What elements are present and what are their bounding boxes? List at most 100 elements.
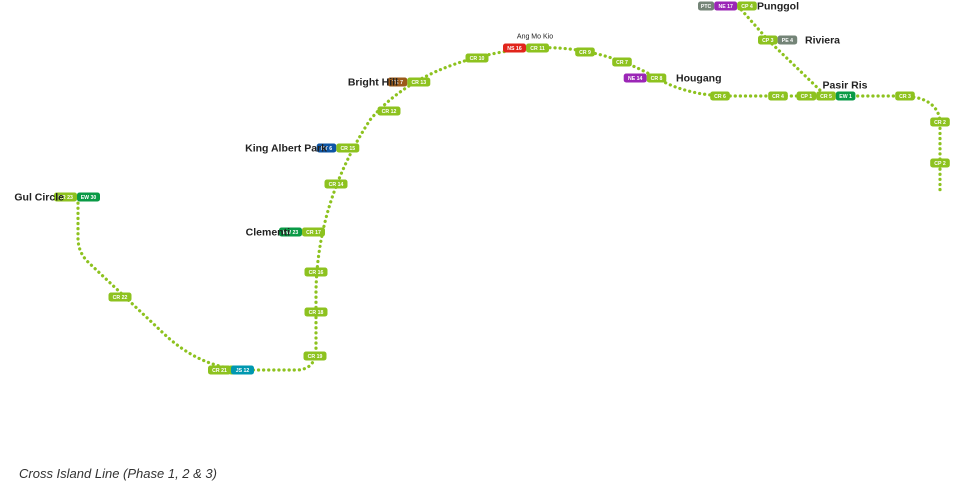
station-king-albert-park-code-0-code: DT 6 [321, 146, 332, 152]
stop-cr-9-bg [575, 47, 595, 57]
station-ang-mo-kio-code-0: NS 16 [503, 43, 526, 53]
station-punggol-code-2-code: CP 4 [741, 4, 753, 10]
station-king-albert-park-code-1-bg [336, 143, 360, 153]
station-punggol-code-1-bg [714, 1, 738, 11]
stop-cr-7-bg [612, 57, 632, 67]
station-punggol[interactable]: PTC NE 17 CP 4 [698, 1, 757, 11]
station-pasir-ris-code-2-code: EW 1 [839, 94, 852, 100]
station-bright-hill-code-0-code: TE 7 [392, 80, 403, 86]
station-hougang[interactable]: NE 14 CR 8 [623, 73, 667, 83]
station-punggol-code-0-code: PTC [701, 4, 712, 10]
station-gul-circle-code-1-bg [77, 192, 100, 202]
stop-cr-19: CR 19 [303, 351, 327, 361]
stop-cr-3-code: CR 3 [899, 94, 911, 100]
station-clementi-code-1-code: CR 17 [306, 230, 321, 236]
stop-cr-6-code: CR 6 [714, 94, 726, 100]
crl-main-line [76, 46, 942, 372]
station-punggol-code-0-bg [698, 1, 715, 11]
stop-cr-18-bg [304, 307, 328, 317]
stop-cr-4: CR 4 [768, 91, 788, 101]
stop-cr-9-code: CR 9 [579, 50, 591, 56]
station-jurong-code-1-code: JS 12 [236, 368, 250, 374]
stop-cr-2: CR 2 [930, 117, 950, 127]
station-king-albert-park[interactable]: DT 6 CR 15 [316, 143, 360, 153]
station-label-riviera: Riviera [805, 35, 840, 47]
station-ang-mo-kio-code-0-code: NS 16 [507, 46, 522, 52]
station-ang-mo-kio[interactable]: NS 16 CR 11 [503, 43, 549, 53]
stop-cr-22-bg [108, 292, 132, 302]
stop-cr-18: CR 18 [304, 307, 328, 317]
map-caption: Cross Island Line (Phase 1, 2 & 3) [19, 466, 217, 481]
station-king-albert-park-code-1: CR 15 [336, 143, 360, 153]
station-king-albert-park-code-0: DT 6 [316, 143, 337, 153]
station-ang-mo-kio-code-1: CR 11 [526, 43, 549, 53]
crl-punggol-branch [736, 4, 828, 98]
stop-cr-14-bg [324, 179, 348, 189]
stop-cr-4-bg [768, 91, 788, 101]
station-hougang-code-1: CR 8 [646, 73, 667, 83]
station-punggol-code-2: CP 4 [737, 1, 757, 11]
station-label-ang-mo-kio: Ang Mo Kio [517, 34, 553, 41]
stop-cr-12: CR 12 [377, 106, 401, 116]
stop-cr-12-code: CR 12 [382, 109, 397, 115]
stop-cr-3-bg [895, 91, 915, 101]
stop-cr-10: CR 10 [465, 53, 489, 63]
stop-cr-7-code: CR 7 [616, 60, 628, 66]
stop-cr-10-code: CR 10 [470, 56, 485, 62]
stop-cr-4-code: CR 4 [772, 94, 784, 100]
station-clementi-code-0-code: EW 23 [283, 230, 299, 236]
station-label-punggol: Punggol [757, 1, 799, 13]
stop-cr-2-code: CR 2 [934, 120, 946, 126]
stop-cr-6: CR 6 [710, 91, 730, 101]
stop-cr-9: CR 9 [575, 47, 595, 57]
stop-cr-19-code: CR 19 [308, 354, 323, 360]
station-gul-circle-code-0: CR 23 [54, 192, 77, 202]
station-hougang-code-0-code: NE 14 [628, 76, 643, 82]
station-ang-mo-kio-code-1-bg [526, 43, 549, 53]
stop-cr-22-code: CR 22 [113, 295, 128, 301]
station-ang-mo-kio-code-1-code: CR 11 [530, 46, 545, 52]
station-riviera-code-0: CP 3 [758, 35, 778, 45]
station-bright-hill-code-1-bg [407, 77, 431, 87]
stop-cr-7: CR 7 [612, 57, 632, 67]
station-punggol-code-1-code: NE 17 [718, 4, 733, 10]
station-jurong-code-1-bg [231, 365, 254, 375]
station-clementi-code-0-bg [279, 227, 302, 237]
station-bright-hill[interactable]: TE 7 CR 13 [387, 77, 431, 87]
station-gul-circle-code-0-bg [54, 192, 77, 202]
station-pasir-ris-code-2-bg [835, 91, 856, 101]
station-hougang-code-1-code: CR 8 [651, 76, 663, 82]
stop-cr-6-bg [710, 91, 730, 101]
station-clementi[interactable]: EW 23 CR 17 [279, 227, 325, 237]
stop-cr-19-bg [303, 351, 327, 361]
line-paths [76, 4, 942, 372]
station-ang-mo-kio-code-0-bg [503, 43, 526, 53]
station-pasir-ris-code-1-bg [816, 91, 836, 101]
stop-cr-12-bg [377, 106, 401, 116]
stop-cr-2-bg [930, 117, 950, 127]
station-jurong-code-0-bg [208, 365, 231, 375]
stop-cp-2-code: CP 2 [934, 161, 946, 167]
station-label-bright-hill: Bright Hill [348, 77, 398, 89]
station-king-albert-park-code-0-bg [316, 143, 337, 153]
station-pasir-ris-code-1-code: CR 5 [820, 94, 832, 100]
station-hougang-code-0: NE 14 [623, 73, 647, 83]
station-gul-circle-code-0-code: CR 23 [58, 195, 73, 201]
station-riviera-code-0-code: CP 3 [762, 38, 774, 44]
station-label-pasir-ris: Pasir Ris [823, 80, 868, 92]
station-pasir-ris-code-0: CP 1 [796, 91, 817, 101]
station-punggol-code-1: NE 17 [714, 1, 738, 11]
station-bright-hill-code-1-code: CR 13 [411, 80, 426, 86]
stop-cp-2: CP 2 [930, 158, 950, 168]
station-king-albert-park-code-1-code: CR 15 [340, 146, 355, 152]
station-label-hougang: Hougang [676, 73, 722, 85]
stop-cr-18-code: CR 18 [309, 310, 324, 316]
station-label-king-albert-park: King Albert Park [245, 143, 327, 155]
